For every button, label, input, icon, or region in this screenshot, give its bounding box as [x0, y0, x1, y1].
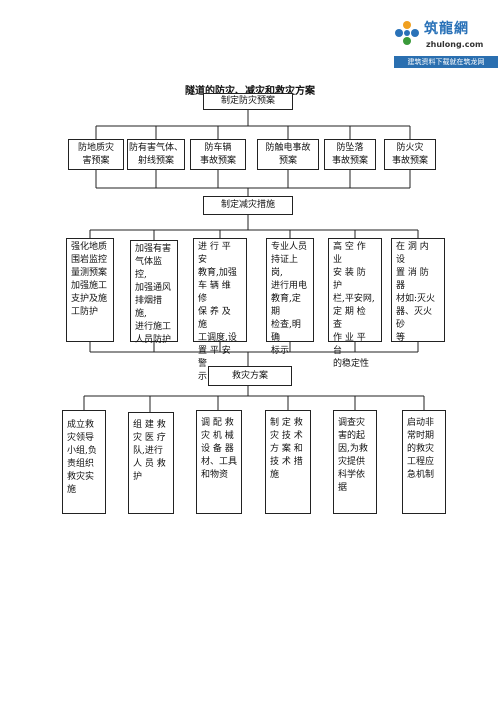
level3-item-box: 制 定 救 灾 技 术 方 案 和 技 术 措 施: [265, 410, 311, 514]
level2-item-box: 在 洞 内 设 置 消 防 器 材如:灭火 器、灭火砂 等: [391, 238, 445, 343]
level1-item-label: 防地质灾 害预案: [77, 143, 114, 166]
level1-item-label: 防坠落 事故预案: [331, 143, 368, 166]
level1-item-box: 防地质灾 害预案: [68, 139, 124, 170]
level3-item-label: 启动非 常时期 的救灾 工程应 急机制: [407, 418, 435, 480]
level1-item-box: 防坠落 事故预案: [324, 139, 376, 170]
level2-item-label: 强化地质 围岩监控 量测预案 加强施工 支护及施 工防护: [71, 242, 108, 317]
level1-item-box: 防车辆 事故预案: [190, 139, 246, 170]
level2-item-label: 加强有害 气体监控, 加强通风 排烟措施, 进行施工 人员防护: [135, 244, 172, 345]
level3-item-label: 调 配 救 灾 机 械 设 备 器 材、工具 和物资: [201, 418, 238, 480]
level2-item-label: 在 洞 内 设 置 消 防 器 材如:灭火 器、灭火砂 等: [396, 242, 436, 343]
level2-item-label: 高 空 作 业 安 装 防 护 栏,平安网, 定 期 检 查 作 业 平 台 的…: [333, 242, 375, 369]
level3-item-label: 调查灾 害的起 因,为救 灾提供 科学依 据: [338, 418, 368, 493]
level3-item-box: 组 建 救 灾 医 疗 队,进行 人 员 救 护: [128, 412, 174, 514]
level3-item-label: 成立救 灾领导 小组,负 责组织 救灾实 施: [67, 420, 97, 495]
level1-root-box: 制定防灾预案: [203, 93, 293, 110]
level2-root-label: 制定减灾措施: [220, 200, 275, 210]
level2-item-label: 进 行 平 安 教育,加强 车 辆 维 修 保 养 及 施 工调度,设 置 平 …: [198, 242, 237, 382]
level1-item-label: 防有害气体、 射线预案: [128, 143, 183, 166]
level1-item-box: 防火灾 事故预案: [384, 139, 436, 170]
zhulong-logo-icon: [395, 21, 419, 45]
level1-item-box: 防触电事故 预案: [257, 139, 319, 170]
level3-item-box: 调查灾 害的起 因,为救 灾提供 科学依 据: [333, 410, 377, 514]
level1-root-label: 制定防灾预案: [220, 96, 275, 106]
level2-item-label: 专业人员 持证上岗, 进行用电 教育,定期 检查,明确 标示: [271, 242, 308, 356]
level2-item-box: 进 行 平 安 教育,加强 车 辆 维 修 保 养 及 施 工调度,设 置 平 …: [193, 238, 247, 382]
level2-root-box: 制定减灾措施: [203, 196, 293, 215]
level1-item-box: 防有害气体、 射线预案: [127, 139, 185, 170]
level1-item-label: 防触电事故 预案: [265, 143, 311, 166]
watermark-name: 筑龍網: [424, 21, 469, 37]
level3-item-box: 调 配 救 灾 机 械 设 备 器 材、工具 和物资: [196, 410, 242, 514]
watermark-logo: 筑龍網 zhulong.com 建筑资料下载就在筑龙网: [392, 12, 500, 70]
level3-item-box: 启动非 常时期 的救灾 工程应 急机制: [402, 410, 446, 514]
level2-item-box: 加强有害 气体监控, 加强通风 排烟措施, 进行施工 人员防护: [130, 240, 178, 345]
level3-item-label: 组 建 救 灾 医 疗 队,进行 人 员 救 护: [133, 420, 166, 482]
level3-item-label: 制 定 救 灾 技 术 方 案 和 技 术 措 施: [270, 418, 303, 480]
watermark-domain: zhulong.com: [426, 40, 484, 49]
level1-item-label: 防火灾 事故预案: [391, 143, 428, 166]
level1-item-label: 防车辆 事故预案: [199, 143, 236, 166]
level3-item-box: 成立救 灾领导 小组,负 责组织 救灾实 施: [62, 410, 106, 514]
level2-item-box: 高 空 作 业 安 装 防 护 栏,平安网, 定 期 检 查 作 业 平 台 的…: [328, 238, 382, 369]
diagram-title: 隧道的防灾、减灾和救灾方案: [185, 86, 315, 97]
watermark-slogan: 建筑资料下载就在筑龙网: [394, 56, 498, 68]
level2-item-box: 强化地质 围岩监控 量测预案 加强施工 支护及施 工防护: [66, 238, 114, 342]
level2-item-box: 专业人员 持证上岗, 进行用电 教育,定期 检查,明确 标示: [266, 238, 314, 356]
level3-root-label: 救灾方案: [231, 371, 268, 381]
level3-root-box: 救灾方案: [208, 366, 292, 386]
